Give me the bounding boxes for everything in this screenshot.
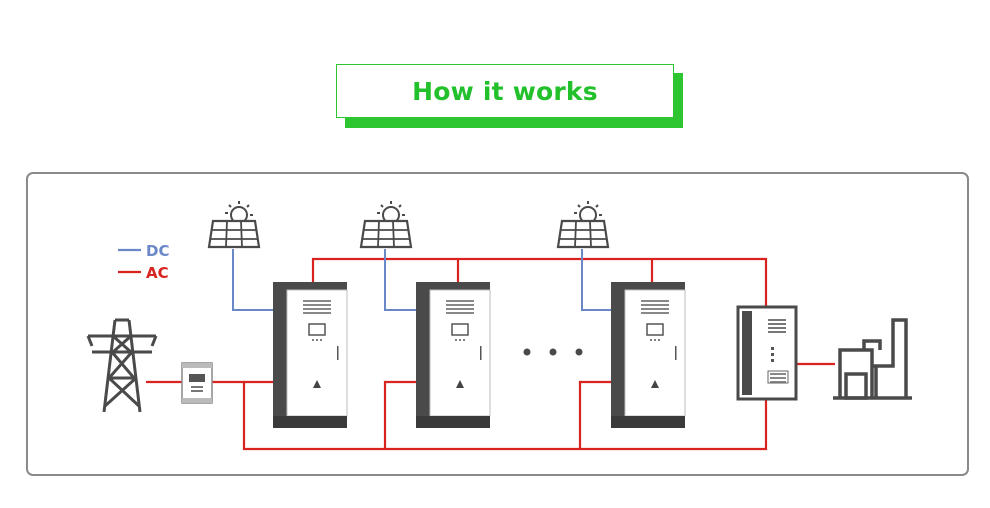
combiner-cabinet-icon (736, 305, 798, 401)
ac-bottom-drop-2 (383, 380, 417, 449)
factory-icon (833, 318, 912, 400)
dc-line-3 (581, 249, 612, 311)
ac-wiring (146, 257, 835, 451)
dc-line-2 (384, 249, 417, 311)
legend: DC AC (118, 242, 169, 282)
legend-ac-label: AC (146, 264, 169, 282)
legend-dc-label: DC (146, 242, 169, 260)
storage-cabinet-icon (272, 281, 348, 429)
solar-panel-icon (556, 199, 610, 249)
ac-bottom-bus (242, 382, 768, 451)
dc-wiring (232, 249, 612, 311)
solar-panel-icon (359, 199, 413, 249)
energy-meter-icon (181, 362, 213, 404)
storage-cabinet-icon (610, 281, 686, 429)
ac-top-bus (311, 257, 768, 307)
diagram-panel (26, 172, 969, 476)
solar-panel-icon (207, 199, 261, 249)
transmission-tower-icon (86, 318, 158, 413)
title-box: How it works (336, 64, 674, 118)
ellipsis-icon (523, 348, 583, 356)
dc-line-1 (232, 249, 274, 311)
page-title: How it works (412, 76, 598, 106)
storage-cabinet-icon (415, 281, 491, 429)
ac-bottom-drop-3 (578, 380, 612, 449)
